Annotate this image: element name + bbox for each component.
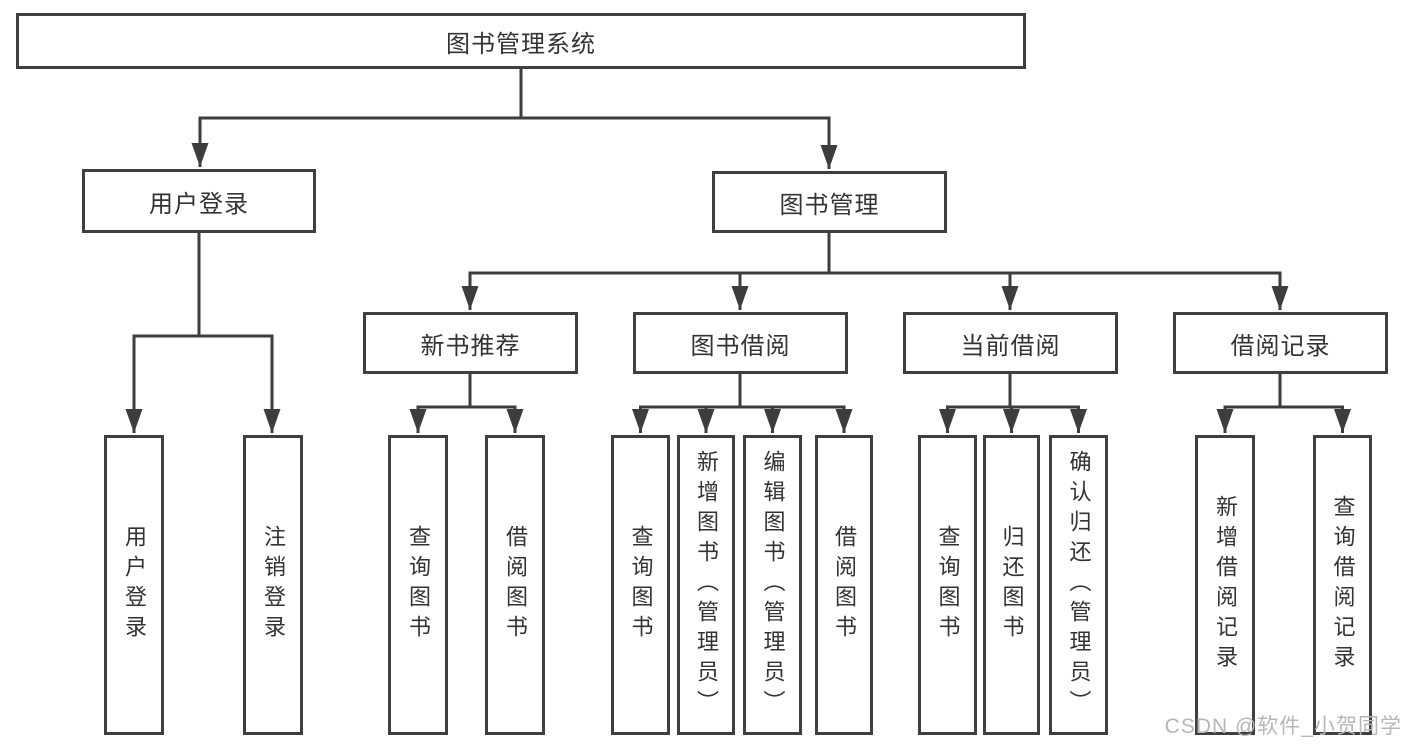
- node-new-book-recommend: 新书推荐: [363, 312, 578, 374]
- node-label: 借阅记录: [1230, 332, 1331, 360]
- leaf-query-books-current: 查询图书: [918, 435, 977, 735]
- leaf-return-books: 归还图书: [983, 435, 1040, 735]
- node-user-login-branch: 用户登录: [82, 169, 316, 233]
- node-root-system: 图书管理系统: [16, 13, 1026, 69]
- leaf-label: 查询借阅记录: [1330, 495, 1356, 675]
- leaf-label: 注销登录: [261, 525, 286, 645]
- leaf-add-borrow-record: 新增借阅记录: [1195, 435, 1255, 735]
- leaf-label: 编辑图书（管理员）: [760, 450, 786, 720]
- node-label: 图书借阅: [690, 332, 791, 360]
- leaf-label: 查询图书: [935, 525, 961, 645]
- node-current-borrow: 当前借阅: [903, 312, 1118, 374]
- leaf-label: 查询图书: [406, 525, 431, 645]
- leaf-label: 借阅图书: [832, 525, 857, 645]
- leaf-label: 新增图书（管理员）: [694, 450, 719, 720]
- leaf-logout: 注销登录: [243, 435, 303, 735]
- node-book-management-branch: 图书管理: [712, 171, 947, 233]
- leaf-add-books-admin: 新增图书（管理员）: [677, 435, 735, 735]
- leaf-query-borrow-record: 查询借阅记录: [1313, 435, 1372, 735]
- leaf-query-books-recommend: 查询图书: [388, 435, 448, 735]
- leaf-confirm-return-admin: 确认归还（管理员）: [1049, 435, 1108, 735]
- leaf-borrow-books-recommend: 借阅图书: [485, 435, 545, 735]
- csdn-watermark: CSDN @软件_小贺同学: [1164, 715, 1402, 738]
- leaf-label: 新增借阅记录: [1213, 495, 1238, 675]
- node-label: 图书管理: [779, 191, 880, 219]
- node-label: 新书推荐: [420, 332, 521, 360]
- leaf-edit-books-admin: 编辑图书（管理员）: [743, 435, 802, 735]
- leaf-label: 借阅图书: [503, 525, 528, 645]
- node-book-borrow: 图书借阅: [633, 312, 848, 374]
- leaf-borrow-books: 借阅图书: [815, 435, 873, 735]
- leaf-label: 归还图书: [999, 525, 1025, 645]
- node-borrow-records: 借阅记录: [1173, 312, 1388, 374]
- node-label: 当前借阅: [960, 332, 1061, 360]
- node-root-label: 图书管理系统: [446, 30, 596, 58]
- leaf-label: 确认归还（管理员）: [1066, 450, 1092, 720]
- leaf-label: 查询图书: [628, 525, 654, 645]
- leaf-user-login: 用户登录: [104, 435, 164, 735]
- node-label: 用户登录: [149, 190, 249, 218]
- leaf-query-books-borrow: 查询图书: [611, 435, 670, 735]
- leaf-label: 用户登录: [122, 525, 147, 645]
